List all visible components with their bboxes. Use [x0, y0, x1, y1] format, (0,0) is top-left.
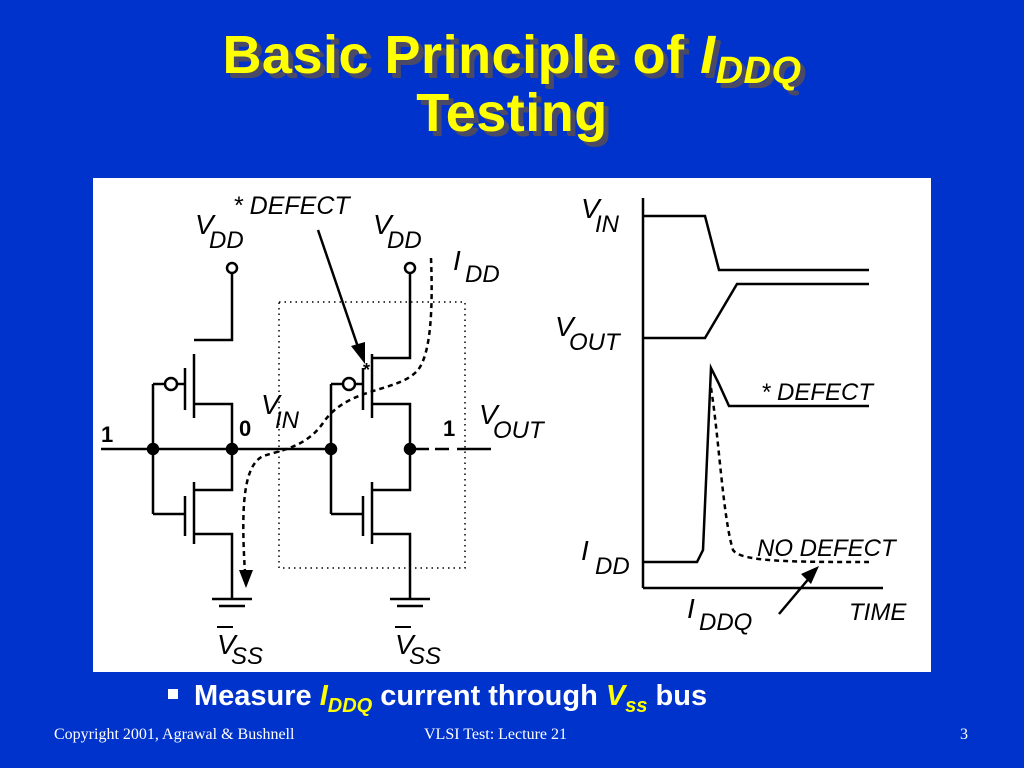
- vss-left-sub: SS: [231, 643, 263, 670]
- vin-waveform: [643, 214, 869, 272]
- wave-vout-sub: OUT: [569, 329, 622, 356]
- slide-title: Basic Principle of IDDQ Testing: [0, 26, 1024, 142]
- idd-sub: DD: [465, 261, 500, 288]
- iddq-arrow: [778, 575, 812, 615]
- defect-star: *: [363, 360, 370, 380]
- vin-label: V: [261, 389, 282, 420]
- idd-label: I: [453, 245, 461, 276]
- input-logic-label: 1: [101, 422, 113, 447]
- vdd-right-label: V: [373, 209, 394, 240]
- bullet-point: Measure IDDQ current through Vss bus: [168, 680, 707, 720]
- wave-vout-label: V: [555, 311, 576, 342]
- mid-logic-label: 0: [239, 416, 251, 441]
- bullet-iddq: IDDQ: [319, 680, 373, 716]
- bullet-iddq-symbol: I: [319, 680, 328, 712]
- vdd-left-sub: DD: [209, 227, 244, 254]
- vdd-left-terminal: [225, 261, 239, 275]
- title-text: Basic Principle of: [222, 25, 701, 85]
- vout-sub: OUT: [493, 417, 546, 444]
- vin-sub: IN: [275, 407, 300, 434]
- title-line-1: Basic Principle of IDDQ: [0, 25, 1024, 90]
- bullet-vss: Vss: [605, 680, 648, 716]
- vss-right-label: V: [395, 629, 416, 660]
- wave-iddq-sub: DDQ: [699, 609, 752, 636]
- vout-waveform: [643, 282, 869, 340]
- bullet-text-3: bus: [647, 680, 708, 712]
- bullet-text-2: current through: [372, 680, 606, 712]
- bullet-vss-sub: ss: [625, 695, 648, 717]
- bullet-text-1: Measure: [194, 680, 320, 712]
- idd-defect-waveform: [643, 363, 869, 564]
- bullet-vss-symbol: V: [605, 680, 626, 712]
- title-symbol: I: [700, 25, 716, 85]
- pmos-left-bubble: [163, 376, 179, 392]
- defect-arrow: [316, 229, 361, 351]
- wave-time-label: TIME: [849, 599, 907, 626]
- out-logic-label: 1: [443, 416, 455, 441]
- vdd-right-sub: DD: [387, 227, 422, 254]
- vout-label: V: [479, 399, 500, 430]
- footer-page-number: 3: [960, 726, 968, 743]
- vdd-left-label: V: [195, 209, 216, 240]
- wave-idd-sub: DD: [595, 553, 630, 580]
- wave-no-defect-label: NO DEFECT: [757, 535, 898, 562]
- wave-iddq-label: I: [687, 593, 695, 624]
- bullet-iddq-sub: DDQ: [327, 695, 373, 717]
- footer-course: VLSI Test: Lecture 21: [424, 726, 567, 743]
- dut-dotted-box: [278, 301, 466, 569]
- defect-label: * DEFECT: [233, 192, 351, 220]
- vss-right-sub: SS: [409, 643, 441, 670]
- idd-arrowhead: [239, 570, 253, 588]
- vdd-right-terminal: [403, 261, 417, 275]
- wave-idd-label: I: [581, 535, 589, 566]
- wave-vin-label: V: [581, 193, 602, 224]
- wave-vin-sub: IN: [595, 211, 620, 238]
- idd-no-defect-waveform: [709, 387, 870, 564]
- iddq-figure: * * DEFECT V DD V DD I DD V IN V OUT 1 0…: [93, 178, 931, 672]
- bullet-marker: [168, 689, 178, 699]
- figure-svg: * * DEFECT V DD V DD I DD V IN V OUT 1 0…: [101, 192, 907, 670]
- vss-left-label: V: [217, 629, 238, 660]
- title-subscript: DDQ: [715, 50, 802, 92]
- footer-copyright: Copyright 2001, Agrawal & Bushnell: [54, 726, 295, 743]
- title-line-2: Testing: [416, 83, 608, 143]
- pmos-right-bubble: [341, 376, 357, 392]
- wave-defect-label: * DEFECT: [761, 379, 875, 406]
